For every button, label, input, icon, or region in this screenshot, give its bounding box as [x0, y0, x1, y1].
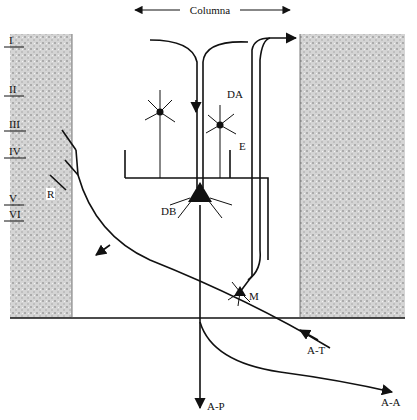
martinotti-cell-body [234, 286, 246, 296]
cell-label: M [248, 290, 260, 302]
layer-number: II [8, 83, 17, 95]
fiber-label: A-P [206, 400, 226, 412]
column-title: Columna [189, 4, 231, 16]
column-border [72, 34, 73, 318]
column-border [300, 34, 301, 318]
cell-label: E [238, 140, 247, 152]
cell-bodies [157, 109, 247, 297]
layer-number: VI [8, 208, 22, 220]
neuron-processes [50, 38, 392, 408]
grey-cortex-left [10, 34, 72, 318]
fiber-label: A-A [380, 396, 402, 408]
white-matter-border [10, 317, 405, 319]
column-arrow [135, 9, 180, 10]
pyramidal-cell-body [188, 182, 212, 202]
fiber-label: A-T [306, 344, 326, 356]
layer-number: I [8, 34, 14, 46]
layer-number: III [8, 118, 21, 130]
fiber-label: R [46, 188, 55, 200]
grey-cortex-right [300, 34, 405, 318]
layer-number: V [8, 192, 18, 204]
layer-number: IV [8, 145, 22, 157]
cell-body [157, 109, 164, 116]
cell-body [217, 122, 224, 129]
cell-label: DA [226, 88, 244, 100]
layer-ticks [4, 47, 26, 221]
cell-label: DB [160, 205, 177, 217]
dendrites [145, 90, 250, 306]
column-arrow [240, 9, 290, 10]
